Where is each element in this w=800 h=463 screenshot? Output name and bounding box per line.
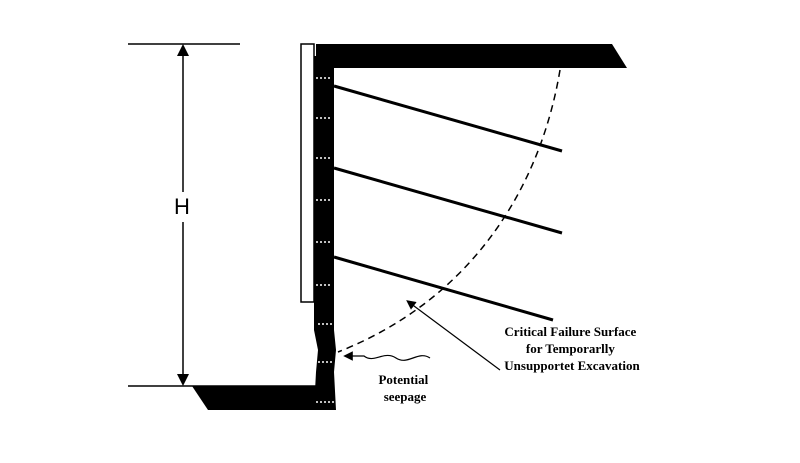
failure-surface-leader — [406, 300, 501, 371]
ground-surface-slab — [316, 44, 627, 68]
height-label-mask — [168, 192, 198, 222]
retaining-wall — [314, 56, 336, 410]
failure-surface-label-line-1: Critical Failure Surface — [504, 324, 636, 339]
excavation-base-slab — [192, 386, 318, 410]
failure-surface-label-line-2: for Temporarlly — [526, 341, 615, 356]
wall-drain-markers — [316, 77, 334, 403]
tieback-anchor-2 — [333, 166, 563, 235]
seepage-label-line-2: seepage — [384, 389, 427, 404]
failure-surface-label-line-3: Unsupportet Excavation — [504, 358, 640, 373]
seepage-label-line-1: Potential — [378, 372, 428, 387]
seepage-arrow — [343, 351, 431, 361]
wall-facing-panel — [300, 43, 315, 303]
seepage-label: Potential seepage — [378, 372, 431, 404]
height-label: H — [174, 194, 190, 219]
critical-failure-surface — [337, 69, 561, 353]
failure-surface-label: Critical Failure Surface for Temporarlly… — [504, 324, 640, 373]
tieback-anchor-1 — [333, 84, 563, 153]
